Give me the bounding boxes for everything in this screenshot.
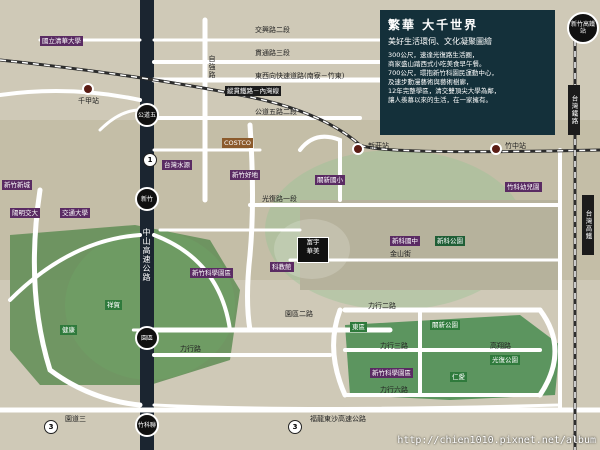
interchange-yuanqu: 園區 — [135, 326, 159, 350]
panel-item: 商家盛山踏西式小吃美食早午餐。 — [388, 60, 486, 68]
road-railway-inner: 縱貫鐵路－內灣線 — [225, 86, 281, 96]
panel-item: 及速步動漫藝術與藝術樹廊， — [388, 78, 473, 86]
place-guanxin-elem: 關新國小 — [315, 175, 345, 185]
road-dongxi-express: 東西向快速道路(南寮－竹東) — [255, 72, 345, 80]
place-costco: COSTCO — [222, 138, 254, 148]
place-guangfu-elem: 新竹好地 — [230, 170, 260, 180]
road-lixing: 力行路 — [180, 345, 201, 353]
panel-item: 700公尺，環抱新竹科園民運動中心， — [388, 69, 498, 77]
shield-3b: 3 — [288, 420, 302, 434]
place-tw-shuiyuan: 台灣水源 — [162, 160, 192, 170]
residential-blocks — [300, 200, 560, 290]
road-fuyuan: 福龍東沙高速公路 — [310, 415, 366, 423]
interchange-yuanqu-label: 園區 — [140, 334, 153, 342]
place-jiaotong-park: 光復公園 — [490, 355, 520, 365]
road-lixing3: 力行三路 — [380, 342, 408, 350]
interchange-zhulian: 竹科聯 — [135, 413, 159, 437]
label-tw-hsr: 台灣高鐵 — [582, 195, 594, 255]
place-jiankang: 健康 — [60, 325, 77, 335]
road-lixing6: 力行六路 — [380, 386, 408, 394]
station-zhuzhong-label: 竹中站 — [505, 142, 526, 150]
station-qianjia-label: 千甲站 — [78, 97, 99, 105]
station-xinzhuang-dot — [352, 143, 364, 155]
interchange-xinzhu: 新竹 — [135, 187, 159, 211]
place-jiaotong: 交通大學 — [60, 208, 90, 218]
place-qinghua: 國立清華大學 — [40, 36, 83, 46]
road-ziqiang: 自強路 — [208, 55, 216, 79]
place-science-park: 新竹科學園區 — [190, 268, 233, 278]
hsr-station-label: 新竹高鐵站 — [570, 21, 595, 35]
label-zhongshan-hw: 中山高速公路 — [142, 228, 151, 282]
station-qianjia-dot — [82, 83, 94, 95]
station-zhuzhong-dot — [490, 143, 502, 155]
road-yuanqu2: 園區二路 — [285, 310, 313, 318]
panel-subtitle: 美好生活環伺、文化凝聚圖繪 — [388, 37, 492, 46]
place-yangming: 陽明交大 — [10, 208, 40, 218]
project-site-label-1: 富宇 — [306, 238, 320, 246]
interchange-gongdao5: 公道五 — [135, 103, 159, 127]
place-qiansheng: 祥賀 — [105, 300, 122, 310]
watermark: http://chien1010.pixnet.net/album — [397, 435, 596, 446]
place-kejiao: 科教館 — [270, 262, 294, 272]
interchange-gongdao5-label: 公道五 — [137, 111, 156, 119]
label-tw-rail: 台灣鐵路 — [568, 85, 580, 135]
road-gaoxiang: 高翔路 — [490, 342, 511, 350]
place-keyuan-elem: 竹科幼兒園 — [505, 182, 542, 192]
place-science-park2: 新竹科學園區 — [370, 368, 413, 378]
road-guangfu: 光復路一段 — [262, 195, 297, 203]
station-xinzhuang-label: 新莊站 — [368, 142, 389, 150]
shield-1: 1 — [143, 153, 157, 167]
hsr-station: 新竹高鐵站 — [567, 12, 599, 44]
road-guanxin: 貫通路三段 — [255, 49, 290, 57]
place-tianlin: 東區 — [350, 322, 367, 332]
road-jiaoxing: 交興路二段 — [255, 26, 290, 34]
road-gongdao-bridge: 公道五路二段 — [255, 108, 297, 116]
place-xiaoxin: 關新公園 — [430, 320, 460, 330]
panel-item: 300公尺，速達光復路生活圈， — [388, 51, 479, 59]
interchange-zhulian-label: 竹科聯 — [137, 421, 156, 429]
info-panel: 繁華 大千世界 美好生活環伺、文化凝聚圖繪 300公尺，速達光復路生活圈， 商家… — [380, 10, 555, 135]
project-site-marker: 富宇 華美 — [297, 237, 329, 263]
road-gongdao3: 園道三 — [65, 415, 86, 423]
panel-item: 12年完整學區，清交雙頂尖大學為鄰， — [388, 87, 501, 95]
panel-item: 讓人羨慕以來的生活，在一家擁有。 — [388, 96, 492, 104]
place-xinchu-new: 新竹新城 — [2, 180, 32, 190]
place-renyu: 仁愛 — [450, 372, 467, 382]
panel-title: 繁華 大千世界 — [388, 18, 479, 32]
place-xinke-park: 新科公園 — [435, 236, 465, 246]
road-jinshan: 金山街 — [390, 250, 411, 258]
road-lixing2: 力行二路 — [368, 302, 396, 310]
place-xinke-int: 新科國中 — [390, 236, 420, 246]
shield-3a: 3 — [44, 420, 58, 434]
interchange-xinzhu-label: 新竹 — [140, 195, 153, 203]
project-site-label-2: 華美 — [306, 247, 320, 255]
